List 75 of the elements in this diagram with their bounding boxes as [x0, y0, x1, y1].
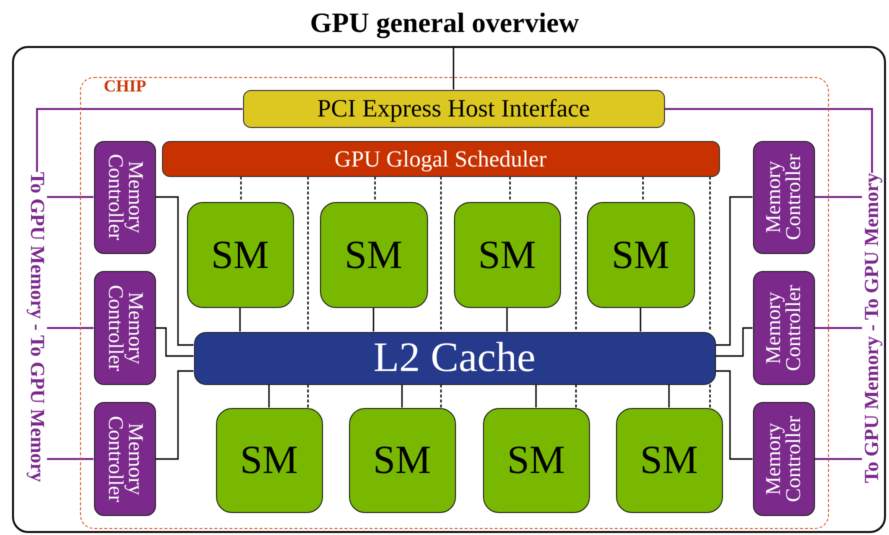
sm-label: SM — [478, 234, 536, 274]
connector — [156, 370, 194, 460]
dashed-connector — [709, 384, 711, 408]
connector — [640, 308, 642, 332]
connector — [716, 327, 752, 357]
memory-controller-box — [94, 402, 156, 516]
connector — [664, 108, 873, 173]
connector — [47, 327, 94, 329]
connector — [535, 384, 537, 408]
outer-frame — [12, 46, 886, 533]
dashed-connector — [642, 176, 644, 202]
connector — [716, 370, 752, 460]
memory-controller-label: Memory Controller — [764, 284, 804, 371]
connector — [156, 196, 194, 346]
chip-label: CHIP — [104, 78, 146, 94]
scheduler-bar — [162, 140, 720, 176]
connector — [372, 308, 374, 332]
dashed-connector — [575, 384, 577, 408]
connector — [668, 384, 670, 408]
connector — [401, 384, 403, 408]
connector — [814, 458, 862, 460]
dashed-connector — [374, 176, 376, 202]
sm-block — [482, 408, 590, 512]
connector — [47, 196, 94, 198]
sm-label: SM — [640, 440, 698, 480]
memory-controller-label: Memory Controller — [104, 415, 144, 502]
memory-controller-box — [94, 270, 156, 384]
cache-label: L2 Cache — [373, 337, 536, 379]
dashed-connector — [709, 176, 711, 332]
cache-bar — [194, 332, 716, 384]
memory-controller-label: Memory Controller — [764, 415, 804, 502]
memory-controller-box — [752, 402, 814, 516]
sm-block — [616, 408, 722, 512]
connector — [36, 108, 242, 172]
sm-block — [348, 408, 456, 512]
dashed-connector — [509, 176, 511, 202]
memory-controller-box — [752, 140, 814, 254]
dashed-connector — [240, 176, 242, 202]
memory-link-label: To GPU Memory - To GPU Memory — [27, 172, 47, 482]
connector — [239, 308, 241, 332]
dashed-connector — [307, 176, 309, 332]
memory-controller-label: Memory Controller — [104, 154, 144, 240]
memory-link-label: To GPU Memory - To GPU Memory — [862, 172, 882, 484]
dashed-connector — [575, 176, 577, 332]
memory-controller-box — [94, 140, 156, 254]
sm-label: SM — [507, 440, 565, 480]
connector — [716, 196, 752, 346]
sm-block — [586, 202, 694, 308]
connector — [506, 308, 508, 332]
connector — [156, 327, 194, 357]
connector — [814, 196, 862, 198]
dashed-connector — [307, 384, 309, 408]
connector — [814, 327, 862, 329]
sm-label: SM — [344, 234, 402, 274]
diagram-title: GPU general overview — [310, 8, 580, 39]
memory-controller-label: Memory Controller — [104, 284, 144, 371]
sm-block — [320, 202, 428, 308]
chip-boundary — [80, 77, 829, 529]
sm-block — [216, 408, 322, 512]
connector — [452, 46, 454, 90]
connector — [268, 384, 270, 408]
dashed-connector — [440, 384, 442, 408]
sm-label: SM — [612, 234, 670, 274]
sm-block — [454, 202, 560, 308]
sm-label: SM — [373, 440, 431, 480]
memory-controller-box — [752, 270, 814, 384]
dashed-connector — [440, 176, 442, 332]
scheduler-label: GPU Glogal Scheduler — [334, 147, 547, 170]
sm-label: SM — [240, 440, 298, 480]
connector — [47, 458, 94, 460]
sm-label: SM — [211, 234, 269, 274]
interface-label: PCI Express Host Interface — [317, 96, 590, 121]
interface-bar — [242, 90, 664, 128]
sm-block — [186, 202, 294, 308]
memory-controller-label: Memory Controller — [764, 154, 804, 240]
